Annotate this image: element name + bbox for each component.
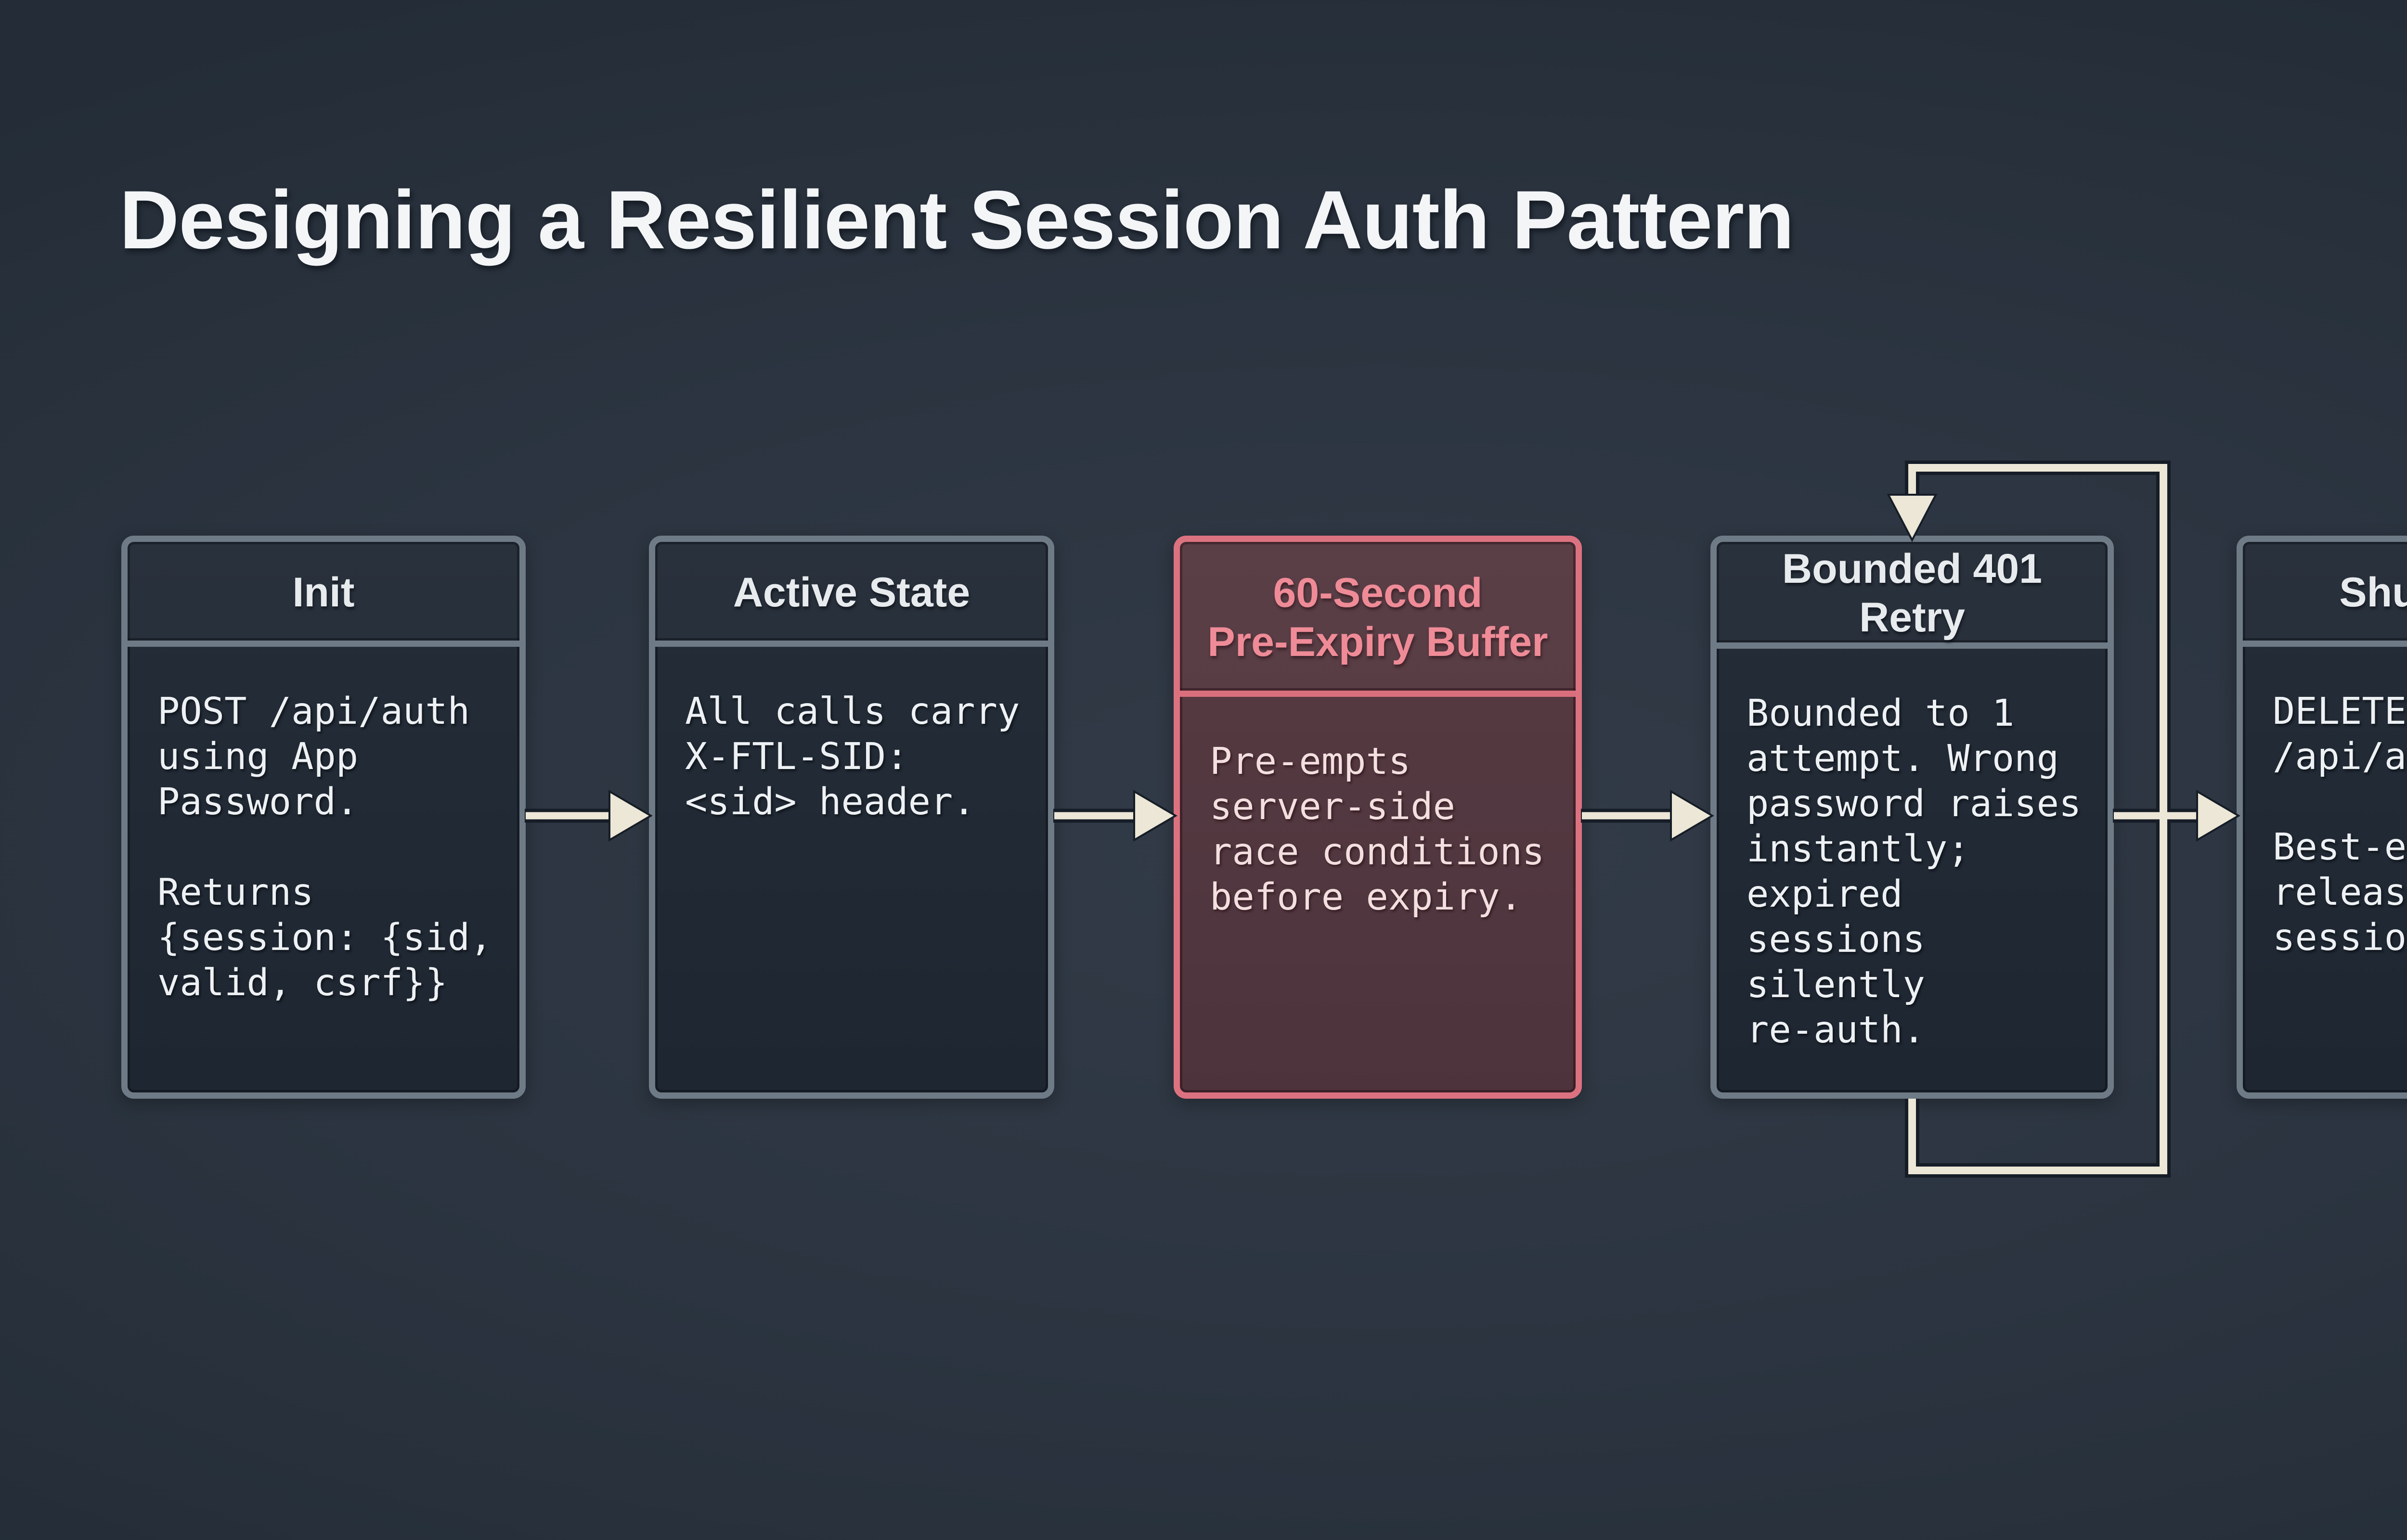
node-body: POST /api/auth using App Password. Retur… (157, 690, 492, 1004)
node-body: DELETE /api/auth Best-effort release of … (2273, 690, 2407, 959)
node-title: Shutdown (2243, 542, 2407, 647)
arrowhead-icon (2196, 790, 2240, 842)
page-title: Designing a Resilient Session Auth Patte… (119, 174, 1794, 267)
flow-node-init: Init POST /api/auth using App Password. … (121, 536, 526, 1099)
flow-node-bounded-401-retry: Bounded 401 Retry Bounded to 1 attempt. … (1710, 536, 2114, 1099)
flow-node-active-state: Active State All calls carry X-FTL-SID: … (649, 536, 1054, 1099)
loop-arrowhead-icon (1887, 494, 1938, 542)
arrowhead-icon (1670, 790, 1714, 842)
node-title: Active State (655, 542, 1048, 647)
node-title: 60-Second Pre-Expiry Buffer (1180, 542, 1576, 697)
node-title: Bounded 401 Retry (1717, 542, 2108, 649)
flow-node-shutdown: Shutdown DELETE /api/auth Best-effort re… (2237, 536, 2407, 1099)
node-body: Pre-empts server-side race conditions be… (1210, 740, 1545, 919)
arrowhead-icon (1133, 790, 1178, 842)
node-title: Init (128, 542, 519, 647)
node-body: Bounded to 1 attempt. Wrong password rai… (1747, 692, 2082, 1052)
node-body: All calls carry X-FTL-SID: <sid> header. (685, 690, 1020, 823)
flow-node-pre-expiry-buffer: 60-Second Pre-Expiry Buffer Pre-empts se… (1174, 536, 1582, 1099)
arrowhead-icon (608, 790, 653, 842)
